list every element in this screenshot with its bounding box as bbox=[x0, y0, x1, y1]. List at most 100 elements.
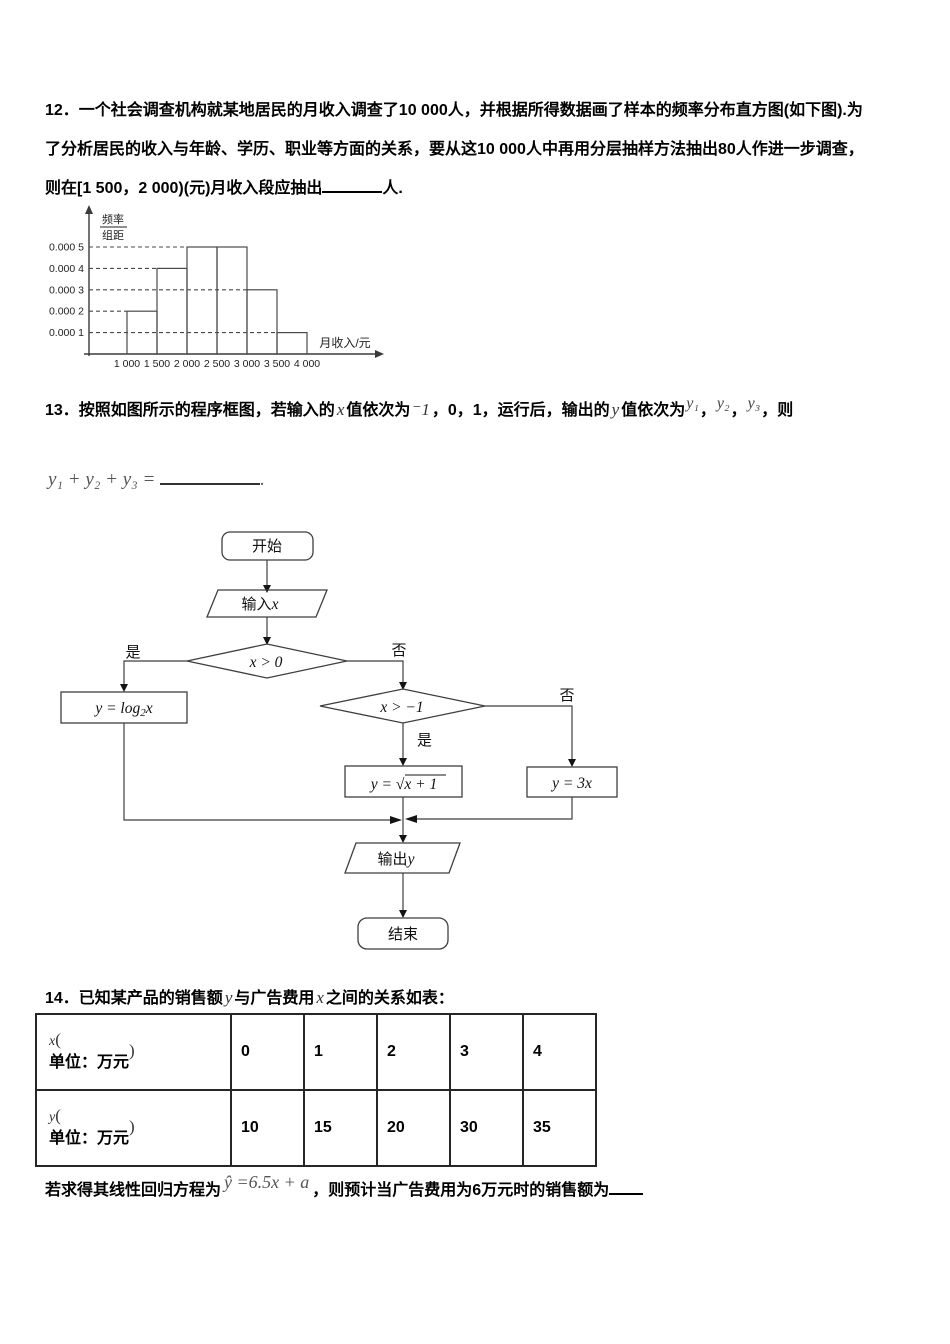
q12-line-3-text: 则在[1 500，2 000)(元)月收入段应抽出 bbox=[45, 180, 323, 197]
cell-x3: 3 bbox=[449, 1013, 524, 1091]
flow-input-label: 输入x bbox=[242, 596, 279, 613]
q12-answer-blank bbox=[322, 177, 383, 193]
hist-bar bbox=[216, 246, 248, 355]
row-y-unit: 单位：万元 bbox=[49, 1129, 130, 1147]
q13-text: ，0，1，运行后，输出的 bbox=[431, 402, 610, 419]
table-row-x: x( 单位：万元) 0 1 2 3 4 bbox=[35, 1013, 597, 1091]
q13-text: ， bbox=[699, 402, 716, 419]
flow-arrow-icon bbox=[399, 910, 407, 918]
hist-xtick-label: 1 500 bbox=[144, 358, 170, 370]
hist-xtick-label: 2 000 bbox=[174, 358, 200, 370]
row-y-label-cell: y( 单位：万元) bbox=[35, 1089, 232, 1167]
hist-bar bbox=[156, 267, 188, 355]
cell-x2: 2 bbox=[376, 1013, 451, 1091]
hist-bar bbox=[186, 246, 218, 355]
q12-line-3-suffix: 人. bbox=[382, 180, 403, 197]
row-x-unit: 单位：万元 bbox=[49, 1053, 130, 1071]
q13-y3: y₃ bbox=[747, 395, 761, 412]
hist-xtick-label: 2 500 bbox=[204, 358, 230, 370]
q14-data-table: x( 单位：万元) 0 1 2 3 4 y( 单位：万元) 10 15 20 3… bbox=[35, 1013, 597, 1167]
flow-yes-label: 是 bbox=[417, 732, 432, 749]
q14-answer-blank bbox=[609, 1179, 644, 1195]
flow-connector bbox=[123, 660, 187, 685]
hist-xtick-label: 1 000 bbox=[114, 358, 140, 370]
flow-arrow-icon bbox=[399, 835, 407, 843]
q13-formula-text: y₁ + y₂ + y₃ = bbox=[48, 469, 156, 490]
flow-end-label: 结束 bbox=[388, 926, 418, 943]
q14-text: 14．已知某产品的销售额 bbox=[45, 990, 223, 1007]
q14-text: 之间的关系如表： bbox=[325, 990, 454, 1007]
flow-input-node bbox=[206, 589, 328, 618]
hist-bar bbox=[246, 289, 278, 355]
flow-log-label: y = log2x bbox=[93, 700, 152, 719]
paren-open: ( bbox=[55, 1105, 61, 1125]
table-row-y: y( 单位：万元) 10 15 20 30 35 bbox=[35, 1089, 597, 1167]
flow-connector bbox=[485, 705, 573, 760]
q13-answer-blank bbox=[160, 465, 261, 485]
hist-xtick-label: 4 000 bbox=[294, 358, 320, 370]
flowchart-svg: 开始 输入x x > 0 是 否 y = log2x x > −1 是 否 y … bbox=[60, 531, 618, 950]
flow-no-label: 否 bbox=[559, 687, 574, 704]
q13-y-var: y bbox=[611, 400, 620, 419]
hist-xtick-label: 3 500 bbox=[264, 358, 290, 370]
flow-end-node bbox=[357, 917, 449, 950]
q13-text: 值依次为 bbox=[621, 402, 686, 419]
q12-line-3: 则在[1 500，2 000)(元)月收入段应抽出 人. bbox=[45, 174, 925, 198]
cell-y3: 30 bbox=[449, 1089, 524, 1167]
hist-ylabel-numerator: 频率 bbox=[102, 212, 124, 226]
hist-xtick-label: 3 000 bbox=[234, 358, 260, 370]
flow-sqrt-label: y = √x + 1 bbox=[369, 776, 437, 793]
hist-ytick-label: 0.000 1 bbox=[49, 327, 84, 339]
flow-linear-label: y = 3x bbox=[550, 775, 592, 792]
flow-arrow-icon bbox=[263, 637, 271, 645]
paren-close: ) bbox=[129, 1116, 135, 1136]
q14-x-var: x bbox=[316, 988, 324, 1007]
hist-ylabel-denominator: 组距 bbox=[102, 228, 124, 242]
hist-ytick-label: 0.000 5 bbox=[49, 242, 84, 254]
flow-cond2-label: x > −1 bbox=[379, 699, 423, 716]
flow-arrow-icon bbox=[399, 758, 407, 766]
cell-x1: 1 bbox=[303, 1013, 378, 1091]
flow-arrow-icon bbox=[568, 759, 576, 767]
flow-merge-arrow-icon bbox=[405, 815, 417, 823]
q13-text: 值依次为 bbox=[346, 402, 411, 419]
q14-footer-text: 若求得其线性回归方程为 bbox=[45, 1182, 222, 1199]
q13-period: . bbox=[260, 469, 265, 490]
q13-sum-formula: y₁ + y₂ + y₃ = . bbox=[48, 465, 265, 491]
q14-y-var: y bbox=[224, 988, 233, 1007]
cell-y0: 10 bbox=[230, 1089, 305, 1167]
flow-output-label: 输出y bbox=[378, 851, 415, 868]
hist-ytick-label: 0.000 4 bbox=[49, 263, 84, 275]
flow-start-label: 开始 bbox=[252, 538, 282, 555]
flow-arrow-icon bbox=[263, 585, 271, 593]
q13-text: 13．按照如图所示的程序框图，若输入的 bbox=[45, 402, 335, 419]
flow-connector bbox=[123, 723, 390, 821]
cell-y4: 35 bbox=[522, 1089, 597, 1167]
paren-close: ) bbox=[129, 1040, 135, 1060]
q13-y1: y₁ bbox=[686, 395, 699, 412]
q13-text: ，则 bbox=[761, 402, 794, 419]
cell-x4: 4 bbox=[522, 1013, 597, 1091]
hist-ytick-label: 0.000 3 bbox=[49, 284, 84, 296]
paren-open: ( bbox=[55, 1029, 61, 1049]
cell-y1: 15 bbox=[303, 1089, 378, 1167]
cell-x0: 0 bbox=[230, 1013, 305, 1091]
flow-connector bbox=[417, 797, 573, 820]
hist-y-axis-arrow-icon bbox=[85, 205, 93, 214]
q12-line-2: 了分析居民的收入与年龄、学历、职业等方面的关系，要从这10 000人中再用分层抽… bbox=[45, 141, 864, 158]
flow-yes-label: 是 bbox=[125, 644, 140, 661]
q14-text: 与广告费用 bbox=[234, 990, 315, 1007]
flow-no-label: 否 bbox=[391, 642, 406, 659]
flow-arrow-icon bbox=[399, 682, 407, 690]
row-y-var: y bbox=[49, 1109, 56, 1125]
cell-y2: 20 bbox=[376, 1089, 451, 1167]
flow-output-node bbox=[344, 842, 461, 874]
q13-y2: y₂ bbox=[716, 395, 730, 412]
hist-bar bbox=[276, 332, 308, 355]
regression-equation: ŷ =6.5x + a bbox=[224, 1172, 310, 1192]
hist-x-axis-arrow-icon bbox=[375, 350, 384, 358]
